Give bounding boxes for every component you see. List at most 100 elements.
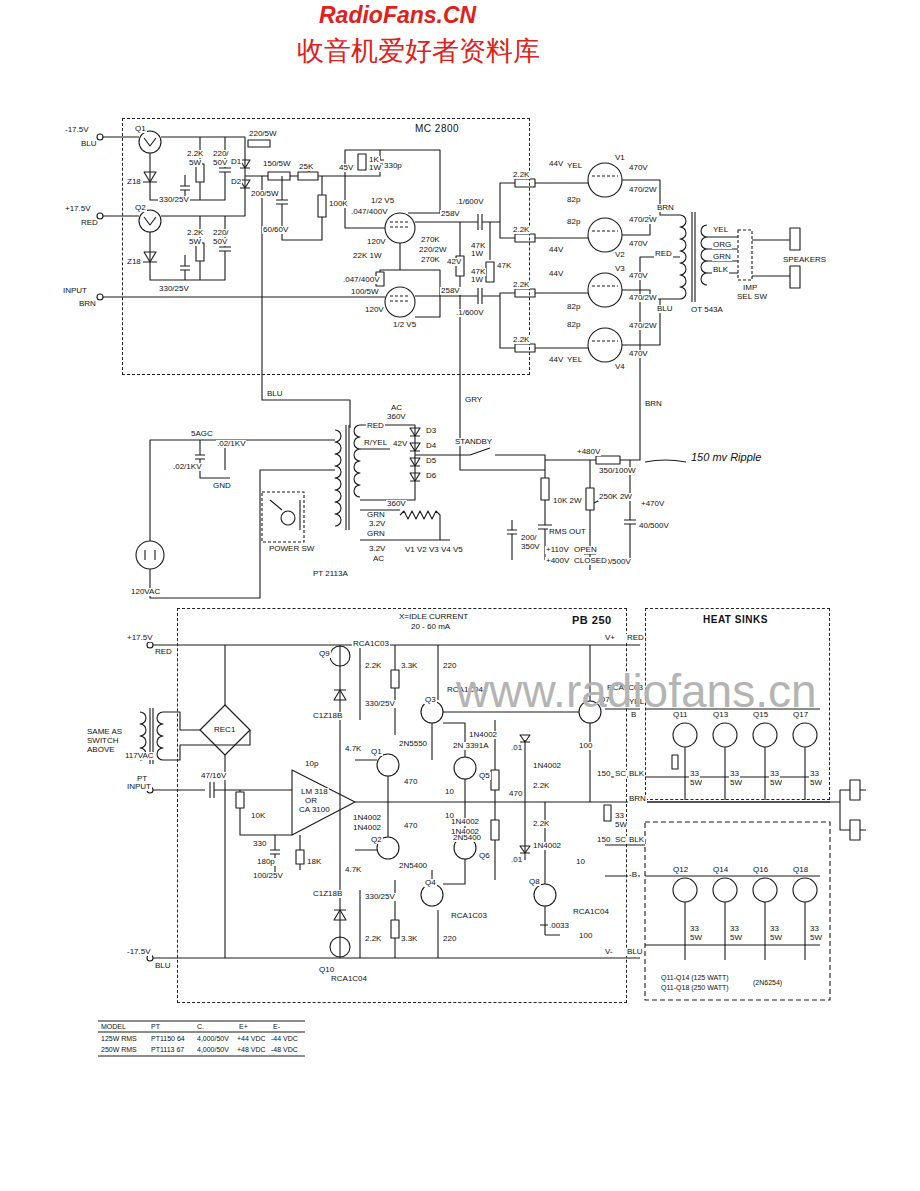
- component-label: V4: [614, 363, 626, 371]
- component-label: 2N 3391A: [452, 742, 490, 750]
- tube-symbol: [588, 218, 622, 252]
- tube-symbol: [385, 287, 415, 317]
- transistor-symbol: [377, 754, 399, 776]
- component-label: OT 543A: [690, 306, 724, 314]
- component-label: 2.2K: [532, 820, 550, 828]
- component-label: 360V: [386, 413, 407, 421]
- component-label: Q12: [672, 866, 689, 874]
- component-label: .1/600V: [455, 309, 485, 317]
- component-label: 2.2K: [532, 782, 550, 790]
- component-label: 220: [442, 662, 457, 670]
- component-label: 33: [689, 770, 700, 778]
- component-label: C1Z18B: [312, 712, 343, 720]
- component-label: (2N6254): [752, 979, 783, 986]
- component-label: Q2: [134, 204, 147, 212]
- component-label: RMS OUT: [548, 528, 587, 536]
- component-label: 470: [403, 778, 418, 786]
- component-label: BRN: [656, 204, 675, 212]
- component-label: 47K: [496, 262, 512, 270]
- component-label: CLOSED: [573, 557, 608, 565]
- component-label: BLK: [628, 836, 645, 844]
- component-label: 117VAC: [124, 752, 155, 760]
- component-label: 40/500V: [638, 522, 670, 530]
- speaker-terminal: [850, 820, 860, 840]
- transistor-symbol: [753, 723, 777, 747]
- component-label: OPEN: [573, 546, 598, 554]
- component-label: 44V: [548, 270, 564, 278]
- component-label: 350/100W: [598, 467, 636, 475]
- component-label: INPUT: [126, 783, 152, 791]
- component-label: 250K 2W: [598, 493, 633, 501]
- component-label: 2.2K: [512, 281, 530, 289]
- component-label: 5W: [729, 779, 743, 787]
- component-label: 10p: [304, 760, 319, 768]
- component-label: 33: [769, 770, 780, 778]
- component-label: 2.2K: [186, 150, 204, 158]
- component-label: Q4: [424, 879, 437, 887]
- component-label: AC: [390, 404, 403, 412]
- component-label: Q5: [478, 772, 491, 780]
- component-label: +470V: [640, 500, 665, 508]
- component-label: RCA1C04: [572, 908, 610, 916]
- component-label: BLU: [626, 948, 644, 956]
- component-label: 33: [614, 812, 625, 820]
- component-label: D6: [425, 472, 437, 480]
- component-label: MODEL: [100, 1023, 127, 1030]
- transistor-symbol: [534, 884, 556, 906]
- component-label: 1K: [368, 156, 380, 164]
- component-label: 330/25V: [158, 285, 190, 293]
- component-label: 33: [769, 925, 780, 933]
- component-label: 33: [729, 770, 740, 778]
- component-label: 470/2W: [628, 294, 658, 302]
- component-label: 3.2V: [368, 545, 386, 553]
- component-label: Q11-Q14 (125 WATT): [660, 974, 730, 981]
- tube-symbol: [385, 213, 415, 243]
- component-label: 360V: [386, 500, 407, 508]
- component-label: YEL: [566, 356, 583, 364]
- component-label: 4.7K: [344, 866, 362, 874]
- component-label: 150: [596, 770, 611, 778]
- transformer-coil: [335, 430, 341, 526]
- component-label: .01: [510, 856, 523, 864]
- component-label: 82p: [566, 196, 581, 204]
- component-label: Q8: [528, 878, 541, 886]
- component-label: 4.7K: [344, 745, 362, 753]
- component-label: 42V: [446, 258, 462, 266]
- section-title: MC 2800: [413, 123, 461, 134]
- component-label: +44 VDC: [236, 1035, 267, 1042]
- component-label: +110V: [545, 546, 570, 554]
- component-label: 1W: [470, 250, 484, 258]
- component-label: +480V: [576, 448, 601, 456]
- component-label: 2.2K: [364, 662, 382, 670]
- component-label: 5W: [809, 934, 823, 942]
- component-label: 1N4002: [450, 818, 480, 826]
- component-label: BLU: [80, 140, 98, 148]
- transistor-symbol: [673, 723, 697, 747]
- transformer-coil: [354, 425, 360, 497]
- component-label: +17.5V: [126, 634, 154, 642]
- transistor-symbol: [753, 878, 777, 902]
- transistor-symbol: [421, 884, 443, 906]
- component-label: 5W: [729, 934, 743, 942]
- component-label: 470: [403, 822, 418, 830]
- component-label: GRN: [366, 530, 386, 538]
- bridge-rectifier: [200, 705, 250, 755]
- component-label: 250W RMS: [100, 1046, 138, 1053]
- component-label: 1N4002: [532, 842, 562, 850]
- component-label: 45V: [338, 164, 354, 172]
- component-label: 470/2W: [628, 216, 658, 224]
- component-label: 18K: [306, 858, 322, 866]
- tube-symbol: [588, 273, 622, 307]
- component-label: BRN: [644, 400, 663, 408]
- component-label: RadioFans.CN: [318, 4, 477, 27]
- component-label: 270K: [420, 256, 441, 264]
- component-label: 1W: [368, 164, 382, 172]
- component-label: ORG: [712, 241, 732, 249]
- component-label: CA 3100: [298, 806, 331, 814]
- component-label: STANDBY: [454, 438, 493, 446]
- component-label: D1: [230, 158, 242, 166]
- component-label: 258V: [440, 287, 461, 295]
- component-label: 2N5400: [452, 834, 482, 842]
- component-label: D5: [425, 457, 437, 465]
- transistor-symbol: [713, 878, 737, 902]
